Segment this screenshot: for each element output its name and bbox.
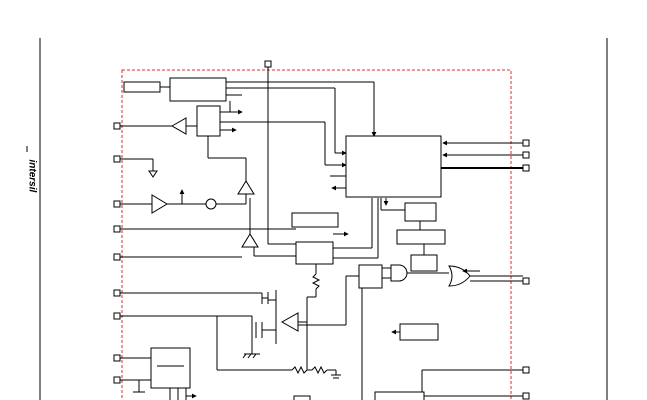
comparator-lower-icon xyxy=(241,233,259,248)
or-gate-icon xyxy=(448,265,471,287)
block-right-a xyxy=(404,202,437,222)
mosfet-upper-icon xyxy=(261,290,277,344)
block-lower-right xyxy=(399,323,439,341)
block-mid-label xyxy=(291,212,339,228)
buffer-right-icon xyxy=(151,194,168,214)
block-logic-small xyxy=(196,105,221,137)
block-main-controller xyxy=(345,135,442,198)
block-right-c xyxy=(410,254,438,272)
comparator-upper-icon xyxy=(237,180,255,195)
resistor-mid-icon xyxy=(311,273,321,290)
node-circle-icon xyxy=(205,198,217,210)
chip-boundary xyxy=(121,69,512,400)
mosfet-lower-icon xyxy=(255,322,276,338)
block-bottom-right xyxy=(374,391,425,400)
pin-left-1 xyxy=(113,122,121,130)
block-mid-logic xyxy=(295,241,334,265)
block-right-b xyxy=(396,229,446,245)
pin-left-9 xyxy=(113,376,121,384)
pin-right-2 xyxy=(522,151,530,159)
resistor-bottom-icon xyxy=(291,365,308,375)
pin-left-6 xyxy=(113,289,121,297)
page-rules xyxy=(26,38,608,400)
pin-top xyxy=(264,60,272,68)
pin-right-4 xyxy=(522,277,530,285)
block-top-left-large xyxy=(169,77,227,102)
pin-right-1 xyxy=(522,139,530,147)
pin-right-3 xyxy=(522,164,530,172)
ground-arrow-icon xyxy=(148,170,158,178)
block-latch xyxy=(358,264,383,289)
block-bottom-left xyxy=(150,347,191,389)
pin-left-5 xyxy=(113,253,121,261)
and-gate-icon xyxy=(390,264,408,282)
block-top-left-small xyxy=(123,81,161,93)
resistor-bottom-2-icon xyxy=(311,365,328,375)
pin-left-7 xyxy=(113,312,121,320)
pin-right-5 xyxy=(522,366,530,374)
amplifier-small-icon xyxy=(280,312,299,332)
buffer-left-icon xyxy=(170,117,187,135)
pin-left-4 xyxy=(113,225,121,233)
block-bottom-mid xyxy=(293,395,311,400)
pin-left-2 xyxy=(113,155,121,163)
pin-left-3 xyxy=(113,200,121,208)
pin-right-6 xyxy=(522,392,530,400)
pin-left-8 xyxy=(113,354,121,362)
